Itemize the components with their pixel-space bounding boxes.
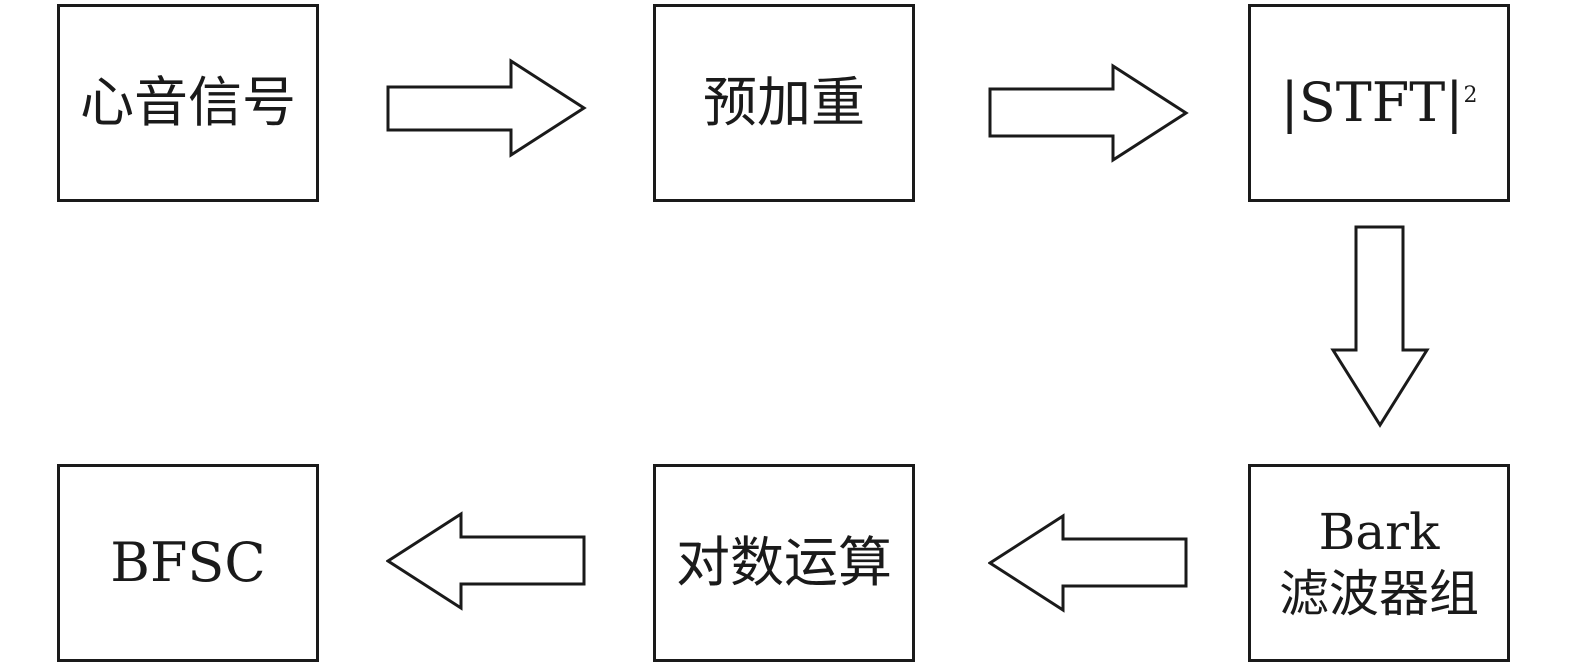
arrow-right-icon <box>386 58 588 158</box>
node-heart-sound-signal: 心音信号 <box>57 4 319 202</box>
node-pre-emphasis: 预加重 <box>653 4 915 202</box>
node-bfsc: BFSC <box>57 464 319 662</box>
node-label: 预加重 <box>703 70 865 134</box>
stft-superscript: 2 <box>1463 82 1478 108</box>
node-label: |STFT|2 <box>1281 71 1478 136</box>
arrow-left-icon <box>386 511 588 611</box>
arrow-down-icon <box>1330 225 1430 429</box>
node-bark-filterbank: Bark 滤波器组 <box>1248 464 1510 662</box>
node-label: 心音信号 <box>80 70 296 134</box>
stft-text: |STFT| <box>1280 70 1464 134</box>
node-label: BFSC <box>110 530 266 594</box>
node-log-operation: 对数运算 <box>653 464 915 662</box>
node-stft-power: |STFT|2 <box>1248 4 1510 202</box>
node-label-line1: Bark <box>1318 502 1440 561</box>
node-label: 对数运算 <box>676 530 892 594</box>
node-label-line2: 滤波器组 <box>1279 565 1479 623</box>
arrow-left-icon <box>988 513 1190 613</box>
arrow-right-icon <box>988 63 1190 163</box>
